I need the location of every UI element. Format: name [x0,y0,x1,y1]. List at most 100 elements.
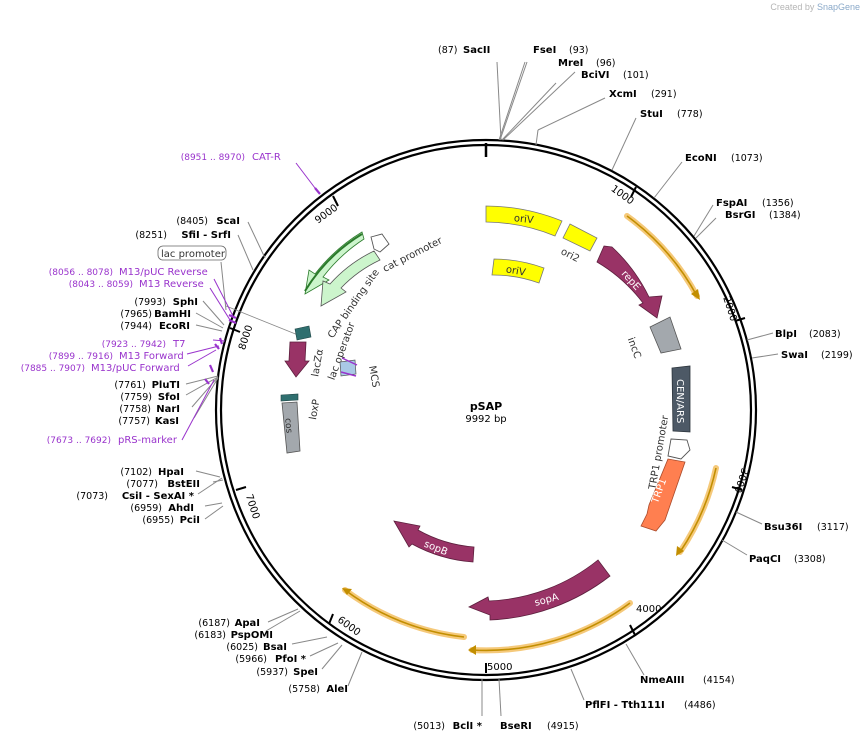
primer-M13Rev-range: (8043 .. 8059) [69,280,133,290]
site-labels: (87) SacII FseI (93) MreI (96) BciVI (10… [438,45,853,732]
primer-M13pUCFwd-range: (7885 .. 7907) [21,364,85,374]
tick-3000: 3000 [731,466,749,494]
site-PflFI-pos: (4486) [684,700,716,711]
primer-CAT-R-name: CAT-R [252,152,281,163]
plasmid-length: 9992 bp [465,414,506,425]
site-SpeI-name: SpeI [293,667,318,678]
site-BciVI-pos: (101) [623,70,649,81]
primer-M13Rev-name: M13 Reverse [139,279,204,290]
site-ApaI-pos: (6187) [198,618,230,629]
mcs-label: MCS [366,365,381,389]
primer-pRS-name: pRS-marker [118,435,178,446]
site-Bsu36I-pos: (3117) [817,522,849,533]
site-BsaI-pos: (6025) [226,642,258,653]
cos-label: cos [282,418,293,434]
site-SwaI-name: SwaI [781,350,808,361]
site-PaqCI-name: PaqCI [749,554,781,565]
strand-arcs [342,213,719,655]
site-PaqCI-pos: (3308) [794,554,826,565]
site-HpaI-pos: (7102) [120,467,152,478]
primer-labels: (8951 .. 8970) CAT-R (8056 .. 8078) M13/… [21,152,281,446]
site-PspOMI-pos: (6183) [194,630,226,641]
primer-M13pUCFwd-name: M13/pUC Forward [91,363,180,374]
site-CsiI-pos: (7073) [76,491,108,502]
site-HpaI-name: HpaI [158,467,184,478]
lac-promoter-box [157,245,227,261]
site-BamHI-name: BamHI [154,309,191,320]
tick-4000: 4000 [636,604,661,615]
oriV-1-label: oriV [513,213,534,226]
site-StuI-pos: (778) [677,109,703,120]
site-SfiI-pos: (8251) [135,230,167,241]
cmR-lower-shape [320,250,381,307]
tick-2000: 2000 [720,295,738,323]
backbone [214,138,758,682]
site-PspOMI-name: PspOMI [231,630,273,641]
site-KasI-pos: (7757) [118,416,150,427]
primer-marks [204,187,321,385]
credit-brand: SnapGene [816,2,860,12]
incC-shape [649,316,682,354]
oriV-1-shape [485,205,563,237]
site-SacII-pos: (87) [438,45,458,56]
cat-promoter-shape [370,233,390,253]
cen-ars-shape [671,365,691,433]
primer-M13pUCRev-name: M13/pUC Reverse [119,267,208,278]
primer-M13Fwd-name: M13 Forward [119,351,184,362]
site-BsrGI-name: BsrGI [725,210,755,221]
tick-1000: 1000 [609,183,636,207]
lacZa-shape [284,341,310,378]
site-ScaI-pos: (8405) [176,216,208,227]
site-BseRI-name: BseRI [500,721,532,732]
trp1-promoter-shape [667,438,691,460]
site-EcoRI-pos: (7944) [120,321,152,332]
site-BciVI-name: BciVI [581,70,609,81]
repE-shape [596,245,663,319]
site-FseI-pos: (93) [569,45,589,56]
cap-site-shape [294,325,312,341]
ori2-shape [562,223,598,252]
site-StuI-name: StuI [640,109,663,120]
site-EcoNI-pos: (1073) [731,153,763,164]
site-CsiI-name: CsiI - SexAI * [122,491,195,502]
tick-8000: 8000 [237,324,255,352]
site-labels-left: (5013) BclI * (5758) AleI (5937) SpeI (5… [76,216,482,732]
site-ScaI-name: ScaI [216,216,240,227]
tick-5000: 5000 [487,662,512,673]
site-BseRI-pos: (4915) [547,721,579,732]
site-AleI-name: AleI [326,684,348,695]
cat-promoter-label: cat promoter [381,235,445,275]
primer-M13pUCRev-range: (8056 .. 8078) [49,268,113,278]
credit-prefix: Created by [770,2,815,12]
site-NarI-pos: (7758) [119,404,151,415]
tick-6000: 6000 [335,615,362,639]
site-EcoRI-name: EcoRI [159,321,190,332]
site-NmeAIII-name: NmeAIII [640,675,684,686]
site-BclI-name: BclI * [453,721,483,732]
incC-label: incC [625,336,643,360]
site-PluTI-pos: (7761) [114,380,146,391]
site-AhdI-pos: (6959) [130,503,162,514]
site-BlpI-name: BlpI [775,329,797,340]
site-XcmI-pos: (291) [651,89,677,100]
site-SpeI-pos: (5937) [256,667,288,678]
loxP-shape [280,393,299,402]
site-PciI-pos: (6955) [142,515,174,526]
site-BsrGI-pos: (1384) [769,210,801,221]
site-MreI-pos: (96) [596,58,616,69]
site-NmeAIII-pos: (4154) [703,675,735,686]
primer-lines [181,162,319,441]
site-PluTI-name: PluTI [152,380,180,391]
site-EcoNI-name: EcoNI [685,153,717,164]
site-FspAI-pos: (1356) [762,198,794,209]
site-SfoI-pos: (7759) [120,392,152,403]
features: oriV ori2 oriV repE incC CEN/ARS TRP1 pr… [157,205,691,621]
site-PciI-name: PciI [180,515,200,526]
site-PflFI-name: PflFI - Tth111I [585,700,665,711]
lac-promoter-label: lac promoter [161,249,226,260]
site-lines [185,61,779,717]
site-MreI-name: MreI [558,58,583,69]
loxP-label: loxP [308,399,322,421]
site-BamHI-pos: (7965) [120,309,152,320]
site-BstEII-name: BstEII [167,479,200,490]
